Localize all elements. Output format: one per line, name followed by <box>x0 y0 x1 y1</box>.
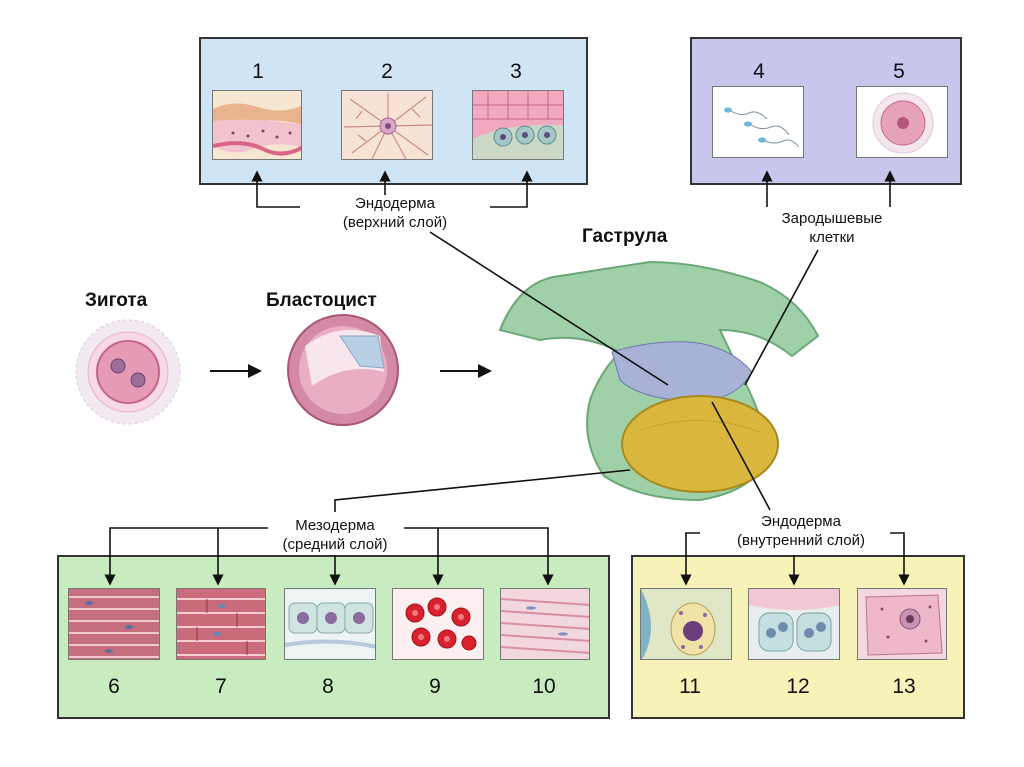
blastocyst-title: Бластоцист <box>266 290 377 311</box>
number-13: 13 <box>892 675 916 698</box>
number-5: 5 <box>893 60 905 83</box>
blood-cells-icon <box>393 589 483 659</box>
smooth-muscle-icon <box>501 589 589 659</box>
red-blood-cells-thumb <box>392 588 484 660</box>
mesoderm-label-line1: Мезодерма <box>295 517 375 534</box>
gland-tissue-icon <box>473 91 563 159</box>
number-10: 10 <box>532 675 556 698</box>
alveolar-cell-icon <box>641 589 731 659</box>
ectoderm-label-line2: (верхний слой) <box>342 214 448 231</box>
gastrula-illustration <box>498 260 820 502</box>
germ-cells-label-line2: клетки <box>809 229 855 246</box>
thyroid-cells-icon <box>749 589 839 659</box>
tubule-cells-icon <box>285 589 375 659</box>
blastocyst-illustration <box>287 314 399 426</box>
skeletal-muscle-icon <box>69 589 159 659</box>
smooth-muscle-thumb <box>500 588 590 660</box>
sperm-icon <box>713 87 803 157</box>
number-7: 7 <box>215 675 227 698</box>
lung-cell-thumb <box>640 588 732 660</box>
epidermis-tissue-icon <box>213 91 301 159</box>
ectoderm-label-line1: Эндодерма <box>355 195 435 212</box>
germ-cells-label-line1: Зародышевые <box>781 210 883 227</box>
egg-cell-thumb <box>856 86 948 158</box>
number-12: 12 <box>786 675 810 698</box>
ectoderm-label: Эндодерма (верхний слой) <box>300 194 490 232</box>
number-11: 11 <box>679 675 701 698</box>
number-4: 4 <box>753 60 765 83</box>
mesoderm-label: Мезодерма (средний слой) <box>240 516 430 554</box>
ectoderm-glands-thumb <box>472 90 564 160</box>
pancreas-cell-icon <box>858 589 946 659</box>
zygote-title: Зигота <box>85 290 148 311</box>
neuron-icon <box>342 91 432 159</box>
cardiac-muscle-thumb <box>176 588 266 660</box>
mesoderm-label-line2: (средний слой) <box>282 536 388 553</box>
number-8: 8 <box>322 675 334 698</box>
ectoderm-epidermis-thumb <box>212 90 302 160</box>
ectoderm-neuron-thumb <box>341 90 433 160</box>
tubule-cells-thumb <box>284 588 376 660</box>
number-1: 1 <box>252 60 264 83</box>
number-9: 9 <box>429 675 441 698</box>
sperm-cells-thumb <box>712 86 804 158</box>
egg-cell-icon <box>857 87 947 157</box>
pancreas-cell-thumb <box>857 588 947 660</box>
endoderm-label-line2: (внутренний слой) <box>737 532 865 549</box>
number-6: 6 <box>108 675 120 698</box>
skeletal-muscle-thumb <box>68 588 160 660</box>
number-3: 3 <box>510 60 522 83</box>
endoderm-label: Эндодерма (внутренний слой) <box>696 512 906 550</box>
germ-cells-label: Зародышевые клетки <box>742 209 922 247</box>
number-2: 2 <box>381 60 393 83</box>
gastrula-title: Гаструла <box>582 226 668 247</box>
zygote-illustration <box>75 319 181 425</box>
endoderm-label-line1: Эндодерма <box>761 513 841 530</box>
cardiac-muscle-icon <box>177 589 265 659</box>
thyroid-cells-thumb <box>748 588 840 660</box>
